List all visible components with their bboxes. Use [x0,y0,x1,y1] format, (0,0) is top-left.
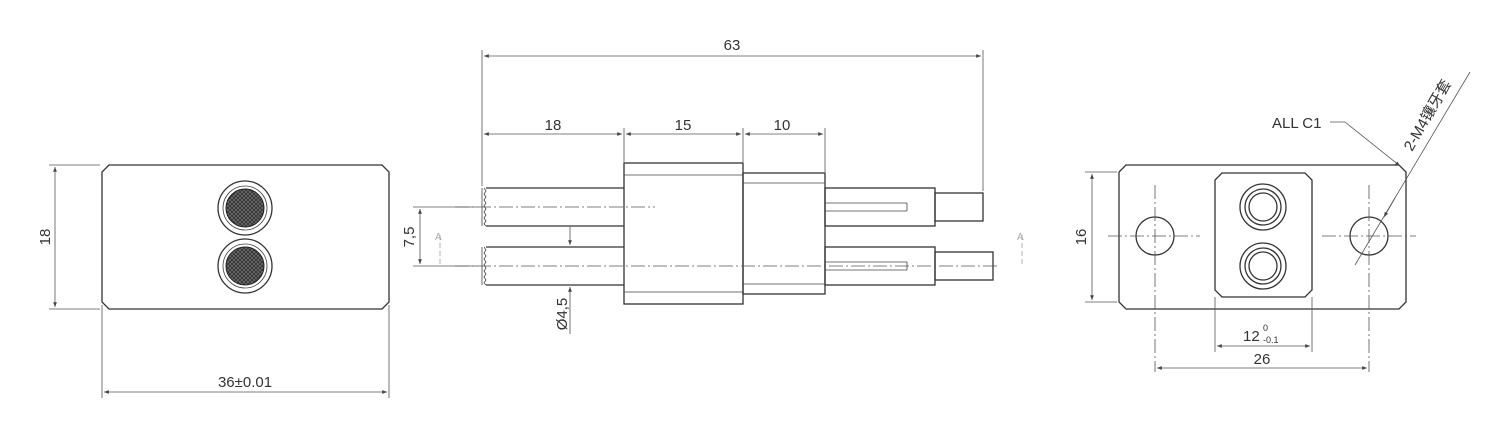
rear-contact-upper [1239,183,1287,231]
rear-chamfer-callout: ALL C1 [1272,115,1401,167]
rear-inner-width-lower-tol: -0.1 [1263,335,1279,345]
side-seg2-label: 15 [675,117,692,134]
front-view: 18 36±0.01 [37,164,390,398]
rear-mount-hole-right [1322,185,1416,372]
rear-view: 16 12 0 -0.1 26 ALL C1 2-M4镶牙套 [1073,71,1471,372]
rear-height-label: 16 [1073,229,1090,246]
section-mark-right: A [1017,232,1024,243]
side-diameter-dimension: Ø4,5 [554,227,572,334]
side-socket-upper-right [824,187,984,227]
rear-hole-span-dimension: 26 [1157,351,1367,370]
front-contact-lower [217,238,273,294]
rear-inner-width-label: 12 [1243,328,1260,345]
rear-thread-label: 2-M4镶牙套 [1400,76,1455,154]
front-body-outline [101,164,390,310]
front-height-dimension: 18 [37,164,100,310]
section-mark-left: A [435,232,442,243]
side-diameter-label: Ø4,5 [554,298,571,331]
rear-inner-width-upper-tol: 0 [1263,323,1268,333]
side-overall-dimension: 63 [481,37,984,191]
side-overall-label: 63 [724,37,741,54]
rear-contact-lower [1239,242,1287,290]
side-pitch-label: 7,5 [401,227,418,248]
rear-chamfer-label: ALL C1 [1272,115,1321,132]
side-seg1-dimension: 18 [484,117,625,162]
rear-mount-hole-left [1108,185,1200,372]
side-flange [742,172,826,295]
side-view: A A 63 18 15 10 [401,37,1024,334]
front-height-label: 18 [37,229,54,246]
rear-inner-width-dimension: 12 0 -0.1 [1214,297,1313,352]
front-width-dimension: 36±0.01 [101,305,390,398]
side-body-block [623,162,744,305]
front-contact-upper [217,180,273,236]
rear-body-outline [1118,164,1407,310]
side-seg2-dimension: 15 [626,117,744,162]
front-width-label: 36±0.01 [218,374,272,391]
side-seg1-label: 18 [545,117,562,134]
side-seg3-dimension: 10 [745,117,826,172]
rear-insert [1214,172,1313,298]
side-seg3-label: 10 [774,117,791,134]
rear-height-dimension: 16 [1073,171,1117,303]
side-pitch-dimension: 7,5 [401,206,478,267]
rear-hole-span-label: 26 [1254,351,1271,368]
